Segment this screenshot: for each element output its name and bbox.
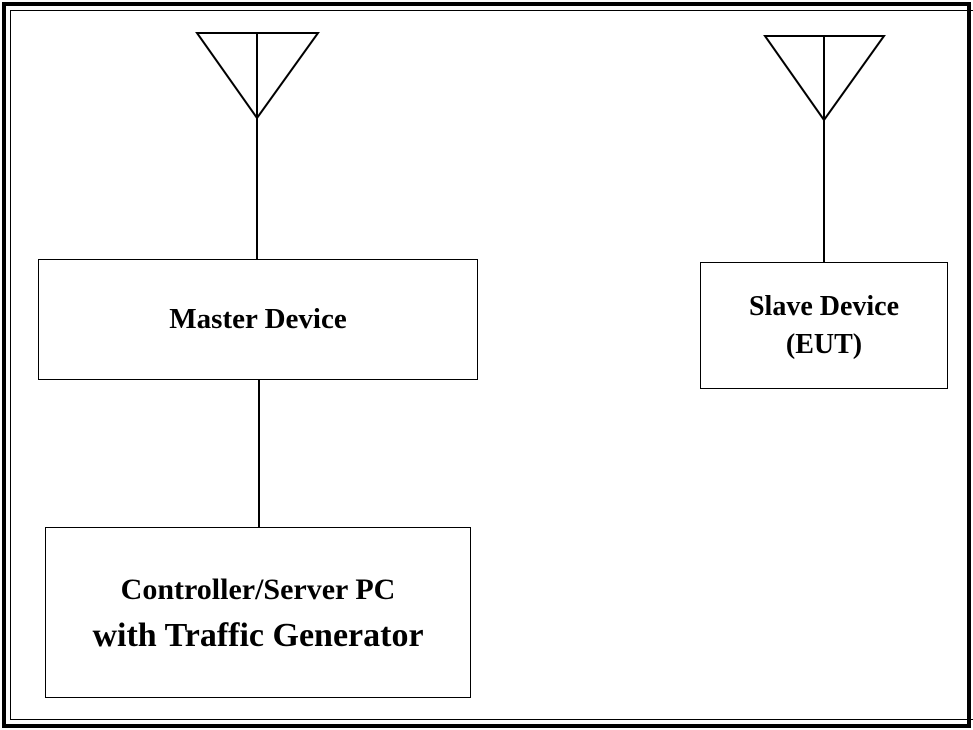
- controller-pc-label: Controller/Server PC: [120, 572, 396, 606]
- slave-device-label: Slave Device: [748, 290, 900, 322]
- slave-device-eut-label: (EUT): [785, 328, 863, 360]
- antenna-icon: [195, 32, 320, 120]
- master-device-label: Master Device: [169, 303, 347, 335]
- antenna-icon: [763, 35, 886, 122]
- master-device-box: Master Device: [38, 259, 478, 380]
- controller-pc-box: Controller/Server PC with Traffic Genera…: [45, 527, 471, 698]
- traffic-generator-label: with Traffic Generator: [92, 616, 424, 654]
- inner-frame: [10, 10, 973, 720]
- slave-device-box: Slave Device (EUT): [700, 262, 948, 389]
